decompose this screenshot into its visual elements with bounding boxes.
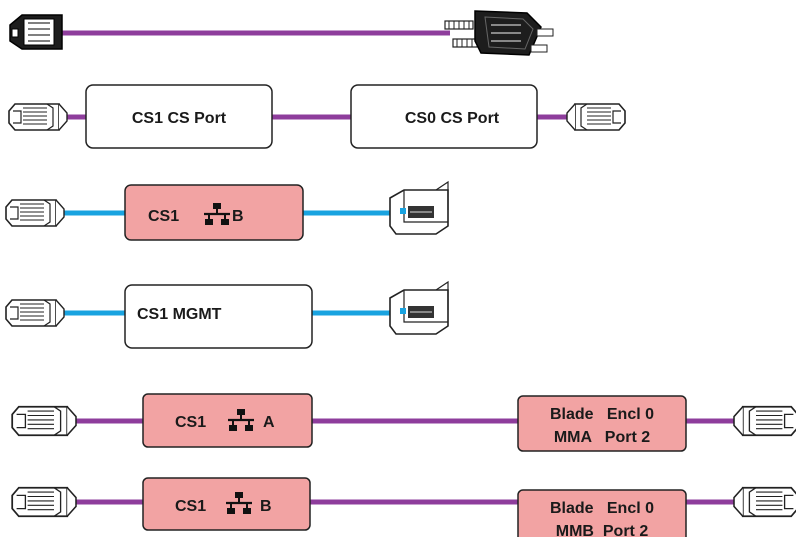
cs1-cs-port-label: CS1 CS Port	[132, 110, 227, 127]
rj45-coupler-icon	[389, 181, 449, 235]
cs1-cs-port-box: CS1 CS Port	[85, 84, 273, 149]
db9-serial-plug-icon	[444, 10, 554, 56]
cs1-switch-b-box: CS1 B	[124, 184, 304, 241]
cs0-cs-port-box: CS0 CS Port	[350, 84, 538, 149]
blade-encl-label: Blade Encl 0	[550, 500, 654, 517]
rj45-plug-icon	[8, 103, 68, 131]
blade-encl-label: Blade Encl 0	[550, 406, 654, 423]
rj45-plug-icon	[567, 104, 625, 130]
cs1-switch-b-box: CS1 B	[142, 477, 311, 531]
row-6: CS1 B Blade Encl 0 MMB Port 2	[11, 477, 796, 537]
cs1-label: CS1	[175, 414, 206, 431]
switch-b-label: B	[232, 208, 244, 225]
blade-encl-mma-box: Blade Encl 0 MMA Port 2	[517, 395, 687, 452]
mma-port-label: MMA Port 2	[554, 429, 650, 446]
switch-b-label: B	[260, 498, 272, 515]
rj45-plug-icon	[734, 488, 796, 517]
cs1-label: CS1	[148, 208, 179, 225]
rj45-plug-icon	[11, 405, 77, 437]
row-2: CS1 CS Port CS0 CS Port	[8, 84, 625, 149]
mmb-port-label: MMB Port 2	[556, 523, 649, 537]
row-1	[9, 10, 554, 56]
rj45-plug-icon	[5, 199, 65, 227]
row-4: CS1 MGMT	[5, 281, 449, 349]
cs1-mgmt-label: CS1 MGMT	[137, 306, 222, 323]
cs1-mgmt-box: CS1 MGMT	[124, 284, 313, 349]
cs1-label: CS1	[175, 498, 206, 515]
row-5: CS1 A Blade Encl 0 MMA Port 2	[11, 393, 796, 452]
blade-encl-mmb-box: Blade Encl 0 MMB Port 2	[517, 489, 687, 537]
row-3: CS1 B	[5, 181, 449, 241]
rj45-plug-icon	[9, 14, 63, 50]
rj45-plug-icon	[11, 486, 77, 518]
cs0-cs-port-label: CS0 CS Port	[405, 110, 500, 127]
rj45-plug-icon	[5, 299, 65, 327]
switch-a-label: A	[263, 414, 275, 431]
rj45-coupler-icon	[389, 281, 449, 335]
cs1-switch-a-box: CS1 A	[142, 393, 313, 448]
rj45-plug-icon	[734, 407, 796, 436]
